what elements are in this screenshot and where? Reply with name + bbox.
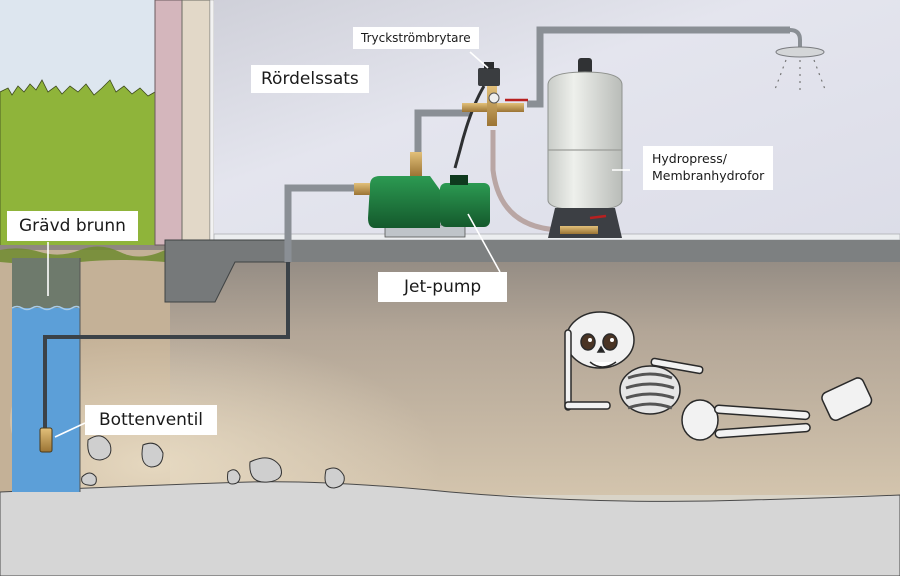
suction-pipe-indoor bbox=[284, 184, 360, 262]
pressure-tank bbox=[547, 58, 623, 238]
suction-pipe bbox=[43, 262, 290, 430]
bedrock bbox=[0, 481, 900, 576]
jet-pump bbox=[354, 152, 490, 238]
wall-inner bbox=[181, 0, 211, 246]
well-shaft-upper bbox=[12, 258, 80, 308]
discharge-pipe bbox=[414, 109, 470, 160]
hedge bbox=[0, 79, 156, 251]
wall-outer bbox=[154, 0, 183, 246]
shower-head bbox=[773, 28, 827, 95]
label-tryckstrombrytare: Tryckströmbrytare bbox=[353, 27, 479, 50]
pressure-switch bbox=[478, 62, 500, 86]
light-patch bbox=[10, 310, 490, 530]
floor-slab bbox=[165, 240, 900, 262]
water-surface bbox=[11, 305, 81, 311]
label-jet-pump: Jet-pump bbox=[378, 272, 508, 303]
rocks bbox=[81, 435, 345, 489]
label-rordelssats: Rördelssats bbox=[251, 65, 369, 94]
label-hydropress: Hydropress/ Membranhydrofor bbox=[643, 146, 774, 190]
shower-supply-pipe bbox=[527, 26, 790, 108]
flex-hose bbox=[490, 130, 561, 233]
label-hydropress-line2: Membranhydrofor bbox=[652, 167, 765, 183]
leader-lines bbox=[47, 51, 630, 438]
pipe-fitting-set bbox=[462, 86, 528, 126]
wall-trim bbox=[209, 0, 215, 246]
skeleton bbox=[564, 311, 873, 441]
electric-cable bbox=[453, 85, 486, 169]
label-bottenventil: Bottenventil bbox=[85, 405, 218, 436]
label-hydropress-line1: Hydropress/ bbox=[652, 151, 727, 166]
label-gravd-brunn: Grävd brunn bbox=[7, 211, 138, 242]
foot-valve bbox=[39, 427, 53, 453]
sky bbox=[0, 0, 160, 100]
